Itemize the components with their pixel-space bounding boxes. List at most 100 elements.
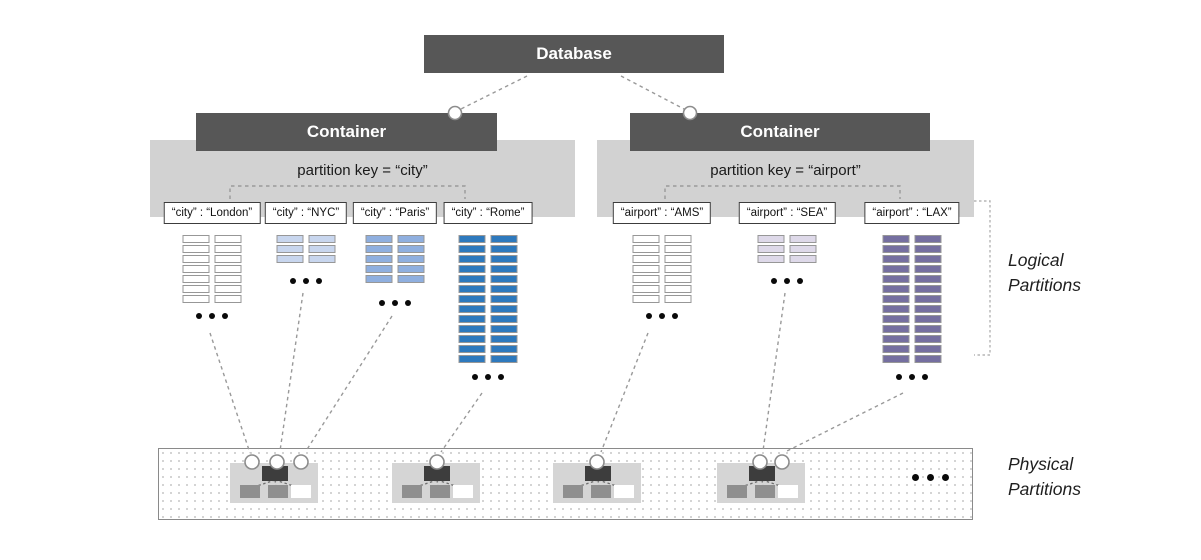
document-cell xyxy=(276,255,304,263)
document-cell xyxy=(882,335,910,343)
document-cell xyxy=(757,245,785,253)
document-cell xyxy=(214,285,242,293)
server-node-tree-icon xyxy=(563,466,634,498)
document-cell xyxy=(490,295,518,303)
document-cell xyxy=(397,255,425,263)
document-cell xyxy=(458,265,486,273)
document-cell xyxy=(365,275,393,283)
document-cell xyxy=(365,265,393,273)
physical-machine xyxy=(717,463,805,503)
document-cell xyxy=(214,275,242,283)
document-cell xyxy=(882,245,910,253)
document-cell xyxy=(789,245,817,253)
document-cell xyxy=(490,255,518,263)
document-cell xyxy=(914,345,942,353)
physical-machine xyxy=(230,463,318,503)
document-cell xyxy=(664,245,692,253)
wire-ams xyxy=(600,332,649,453)
document-cell xyxy=(365,255,393,263)
logical-partition-label: “airport” : “SEA” xyxy=(738,202,836,224)
document-cell xyxy=(882,275,910,283)
document-cell xyxy=(182,245,210,253)
document-cell xyxy=(214,255,242,263)
document-cell xyxy=(914,325,942,333)
physical-machine xyxy=(553,463,641,503)
logical-partition-label: “airport” : “AMS” xyxy=(612,202,712,224)
document-cell xyxy=(365,245,393,253)
document-cell xyxy=(182,235,210,243)
document-cell xyxy=(664,285,692,293)
ellipsis-icon xyxy=(196,313,228,319)
document-cell xyxy=(882,285,910,293)
document-stack xyxy=(365,235,425,283)
document-cell xyxy=(664,295,692,303)
document-cell xyxy=(789,235,817,243)
document-cell xyxy=(632,295,660,303)
document-cell xyxy=(914,235,942,243)
ellipsis-icon xyxy=(472,374,504,380)
document-cell xyxy=(882,295,910,303)
document-cell xyxy=(458,315,486,323)
document-stack xyxy=(276,235,336,263)
server-node-tree-icon xyxy=(402,466,473,498)
logical-partitions-bracket xyxy=(974,200,991,356)
document-cell xyxy=(914,315,942,323)
container-box-city: Container xyxy=(196,113,497,151)
document-cell xyxy=(458,235,486,243)
document-cell xyxy=(664,255,692,263)
document-cell xyxy=(757,235,785,243)
logical-partition-label: “city” : “Paris” xyxy=(352,202,438,224)
document-cell xyxy=(490,325,518,333)
document-cell xyxy=(214,245,242,253)
ellipsis-icon xyxy=(771,278,803,284)
document-cell xyxy=(914,255,942,263)
document-cell xyxy=(490,265,518,273)
document-cell xyxy=(214,295,242,303)
document-cell xyxy=(882,265,910,273)
document-cell xyxy=(882,305,910,313)
document-cell xyxy=(882,315,910,323)
wire-rome xyxy=(440,392,483,453)
physical-partitions-label: Physical Partitions xyxy=(1008,454,1081,500)
document-cell xyxy=(308,235,336,243)
ellipsis-icon xyxy=(646,313,678,319)
ellipsis-icon xyxy=(912,474,949,481)
document-cell xyxy=(308,245,336,253)
logical-partitions-label: Logical Partitions xyxy=(1008,250,1081,296)
wire-lax xyxy=(786,392,904,452)
document-cell xyxy=(632,255,660,263)
document-cell xyxy=(182,295,210,303)
document-cell xyxy=(664,265,692,273)
document-cell xyxy=(458,285,486,293)
document-cell xyxy=(632,235,660,243)
document-cell xyxy=(182,265,210,273)
document-cell xyxy=(365,235,393,243)
document-cell xyxy=(914,305,942,313)
document-cell xyxy=(914,355,942,363)
document-cell xyxy=(458,305,486,313)
server-node-tree-icon xyxy=(240,466,311,498)
document-cell xyxy=(458,245,486,253)
document-stack xyxy=(182,235,242,303)
partition-key-label-city: partition key = “city” xyxy=(297,162,428,179)
logical-partition-label: “city” : “Rome” xyxy=(443,202,533,224)
partition-key-label-airport: partition key = “airport” xyxy=(710,162,861,179)
document-cell xyxy=(882,355,910,363)
document-cell xyxy=(276,235,304,243)
document-cell xyxy=(632,285,660,293)
document-cell xyxy=(458,325,486,333)
document-cell xyxy=(458,275,486,283)
wire-sea xyxy=(762,292,786,452)
database-box: Database xyxy=(424,35,724,73)
document-cell xyxy=(308,255,336,263)
document-cell xyxy=(882,325,910,333)
document-cell xyxy=(458,355,486,363)
document-cell xyxy=(882,345,910,353)
document-cell xyxy=(490,345,518,353)
document-cell xyxy=(914,275,942,283)
document-cell xyxy=(882,235,910,243)
document-cell xyxy=(276,245,304,253)
server-node-tree-icon xyxy=(727,466,798,498)
document-cell xyxy=(214,235,242,243)
